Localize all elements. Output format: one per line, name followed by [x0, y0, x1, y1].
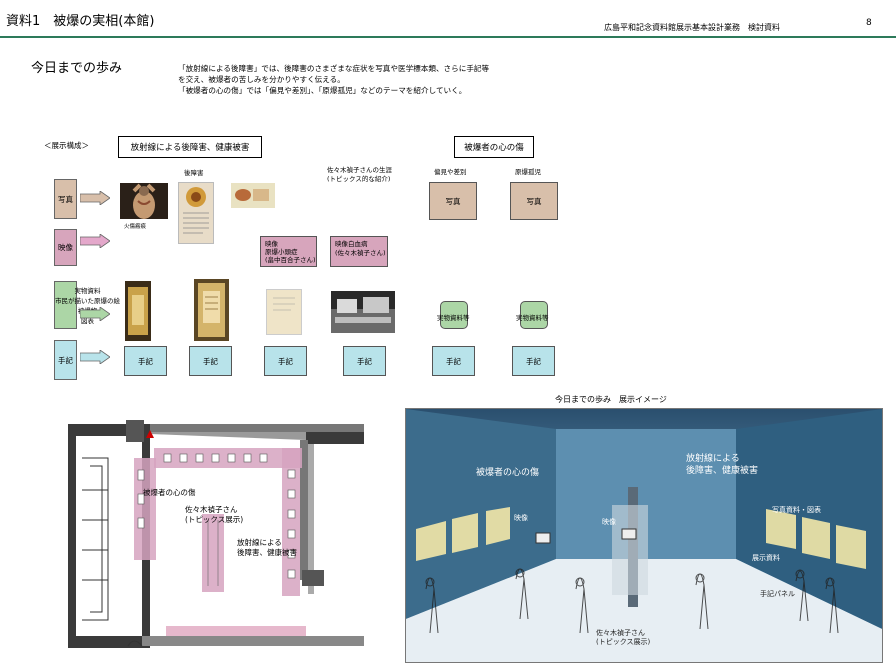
note-box-1: 手記	[124, 346, 167, 376]
row-label-notes: 手記	[54, 340, 77, 380]
sketch-title: 今日までの歩み 展示イメージ	[555, 395, 667, 404]
section-title: 今日までの歩み	[31, 61, 123, 76]
video-box-leukemia: 映像白血病 (佐々木禎子さん)	[330, 236, 388, 267]
sketch-notes-panel: 手記パネル	[760, 590, 795, 598]
note-box-5: 手記	[432, 346, 475, 376]
col-label-aftereffects: 後障害	[184, 169, 204, 177]
theme-radiation: 放射線による後障害、健康被害	[118, 136, 262, 158]
object-photo-4	[331, 291, 395, 333]
sketch-display-docs: 展示資料	[752, 554, 780, 562]
note-box-2: 手記	[189, 346, 232, 376]
intro-text: 「放射線による後障害」では、後障害のさまざまな症状を写真や医学標本類、さらに手記…	[178, 63, 538, 96]
object-box-prejudice	[440, 301, 468, 329]
sketch-photo-docs: 写真資料・図表	[772, 506, 821, 514]
object-photo-1	[125, 281, 151, 341]
arrow-photo-icon	[80, 191, 110, 205]
sketch-sasaki-label: 佐々木禎子さん (トピックス展示)	[596, 629, 651, 646]
object-photo-3	[266, 289, 302, 335]
note-box-4: 手記	[343, 346, 386, 376]
photo-keloid-back	[120, 183, 168, 219]
composition-label: ＜展示構成＞	[44, 141, 89, 150]
intro-line: を交え、被爆者の苦しみを分かりやすく伝える。	[178, 75, 345, 84]
note-box-6: 手記	[512, 346, 555, 376]
intro-line: 「被爆者の心の傷」では「偏見や差別」、「原爆孤児」などのテーマを紹介していく。	[178, 86, 467, 95]
col-label-orphans: 原爆孤児	[515, 168, 541, 176]
sketch-video-1: 映像	[514, 514, 528, 522]
arrow-objects-icon	[80, 307, 110, 321]
arrow-video-icon	[80, 234, 110, 248]
theme-heart: 被爆者の心の傷	[454, 136, 534, 158]
document-title: 資料1 被爆の実相(本館)	[6, 14, 155, 29]
sketch-video-2: 映像	[602, 518, 616, 526]
sketch-heart-label: 被爆者の心の傷	[476, 468, 540, 478]
col-label-prejudice: 偏見や差別	[434, 168, 467, 176]
photo-box-orphans: 写真	[510, 182, 558, 220]
row-label-objects: 実物資料 市民が描いた原爆の絵 被爆物 図表	[54, 281, 120, 329]
photo-box-prejudice: 写真	[429, 182, 477, 220]
object-photo-2	[194, 279, 229, 341]
object-label-orphans: 実物資料等	[516, 314, 549, 322]
document-subtitle: 広島平和記念資料館展示基本設計業務 検討資料	[604, 23, 780, 32]
row-label-video: 映像	[54, 229, 77, 266]
col-label-sasaki: 佐々木禎子さんの生涯 (トピックス的な紹介)	[327, 166, 392, 183]
note-box-3: 手記	[264, 346, 307, 376]
row-label-photo: 写真	[54, 179, 77, 219]
sketch-radiation-label: 放射線による 後障害、健康被害	[686, 454, 759, 476]
keloid-caption: 火傷瘢痕	[124, 224, 147, 230]
photo-medical-specimens	[231, 183, 275, 208]
plan-sasaki-label: 佐々木禎子さん (トピックス展示)	[185, 505, 244, 524]
page-number: 8	[866, 18, 872, 28]
object-label-prejudice: 実物資料等	[437, 314, 470, 322]
plan-radiation-label: 放射線による 後障害、健康被害	[237, 538, 297, 557]
photo-aftereffects-doc	[178, 182, 214, 244]
exhibition-sketch: 被爆者の心の傷 放射線による 後障害、健康被害 映像 映像 写真資料・図表 展示…	[405, 408, 883, 663]
floor-plan	[68, 410, 364, 662]
header-rule	[0, 36, 896, 38]
plan-heart-label: 被爆者の心の傷	[143, 488, 196, 497]
arrow-notes-icon	[80, 350, 110, 364]
video-box-microcephaly: 映像 原爆小頭症 (畠中百合子さん)	[260, 236, 317, 267]
intro-line: 「放射線による後障害」では、後障害のさまざまな症状を写真や医学標本類、さらに手記…	[178, 64, 490, 73]
object-box-orphans	[520, 301, 548, 329]
